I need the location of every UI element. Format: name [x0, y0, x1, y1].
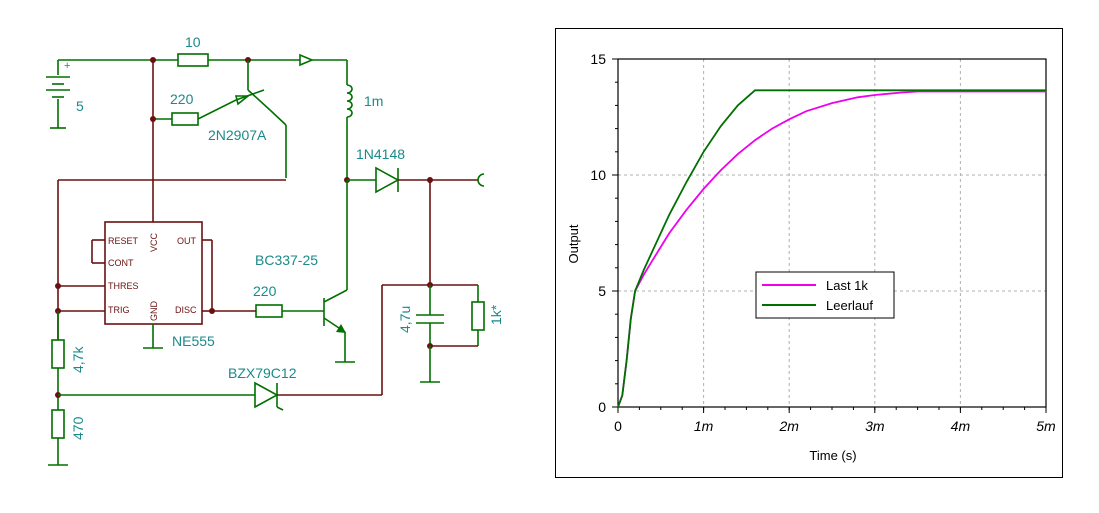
pnp-label: 2N2907A — [208, 127, 267, 143]
pin-disc: DISC — [175, 305, 197, 315]
inductor: 1m — [346, 60, 383, 180]
simulation-chart: 0 1m 2m 3m 4m 5m 0 5 10 15 Output Time (s) Last 1… — [566, 51, 1056, 463]
r-npn-label: 220 — [253, 283, 277, 299]
pin-cont: CONT — [108, 258, 134, 268]
pin-out: OUT — [177, 236, 197, 246]
y-tick-label: 0 — [598, 399, 606, 415]
ic-label: NE555 — [172, 333, 215, 349]
plot-frame — [617, 58, 1047, 408]
resistor-470: 470 — [51, 409, 86, 440]
resistor-4k7: 4,7k — [51, 339, 86, 373]
r-div1-label: 4,7k — [70, 346, 86, 373]
chart-legend: Last 1k Leerlauf — [755, 271, 895, 319]
capacitor: 4,7u — [397, 285, 444, 346]
y-tick-label: 5 — [598, 283, 606, 299]
load-resistor: 1k* — [471, 285, 504, 346]
x-tick-label: 0 — [614, 418, 622, 434]
x-tick-label: 4m — [951, 418, 971, 434]
y-tick-label: 15 — [590, 51, 606, 67]
inductor-label: 1m — [364, 93, 383, 109]
npn-transistor: BC337-25 — [255, 180, 355, 363]
legend-box — [755, 271, 895, 319]
load-label: 1k* — [488, 304, 504, 325]
pin-thres: THRES — [108, 281, 139, 291]
cap-label: 4,7u — [397, 306, 413, 333]
resistor-220-npn: 220 — [253, 283, 283, 318]
diode-1n4148: 1N4148 — [356, 146, 405, 194]
ne555-ic: RESET CONT THRES TRIG VCC GND OUT DISC N… — [104, 221, 215, 349]
r-base-label: 220 — [170, 91, 194, 107]
legend-label: Last 1k — [826, 278, 868, 293]
battery: + 5 — [46, 60, 84, 129]
y-axis-label: Output — [566, 224, 581, 263]
resistor-220-base: 220 — [170, 91, 199, 126]
x-axis-label: Time (s) — [809, 448, 856, 463]
zener-label: BZX79C12 — [228, 365, 297, 381]
battery-value-label: 5 — [76, 98, 84, 114]
zener-diode: BZX79C12 — [228, 365, 297, 411]
x-tick-label: 5m — [1036, 418, 1056, 434]
resistor-10: 10 — [177, 34, 209, 67]
pin-trig: TRIG — [108, 305, 130, 315]
x-tick-label: 2m — [778, 418, 799, 434]
diode-label: 1N4148 — [356, 146, 405, 162]
pin-reset: RESET — [108, 236, 139, 246]
npn-label: BC337-25 — [255, 252, 318, 268]
circuit-schematic: + 5 10 2N2907A 220 1m — [46, 34, 504, 466]
series-line-0 — [617, 90, 1046, 408]
r-top-label: 10 — [185, 34, 201, 50]
y-tick-label: 10 — [590, 167, 606, 183]
pnp-transistor: 2N2907A — [208, 60, 287, 178]
series-line-1 — [617, 89, 1046, 408]
legend-label: Leerlauf — [826, 298, 873, 313]
pin-vcc: VCC — [149, 232, 159, 252]
battery-plus-label: + — [64, 60, 70, 72]
x-tick-label: 1m — [694, 418, 714, 434]
x-tick-label: 3m — [865, 418, 885, 434]
pin-gnd: GND — [149, 301, 159, 322]
simulation-chart-panel: 0 1m 2m 3m 4m 5m 0 5 10 15 Output Time (s) Last 1… — [555, 28, 1063, 478]
r-div2-label: 470 — [70, 416, 86, 440]
